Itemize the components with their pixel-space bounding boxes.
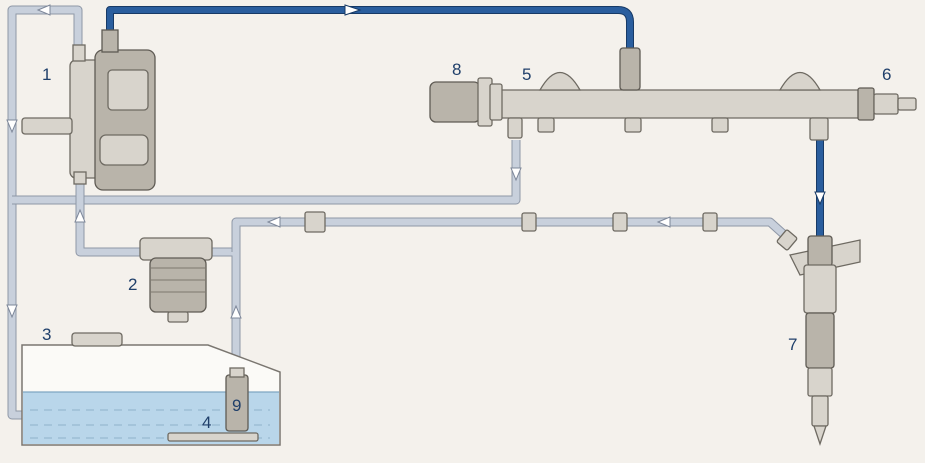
pre-supply-pump bbox=[225, 367, 249, 432]
label-fuel-filter: 2 bbox=[128, 275, 137, 294]
fuel-tank bbox=[21, 332, 281, 446]
label-rail: 5 bbox=[522, 65, 531, 84]
label-preheater: 4 bbox=[202, 413, 211, 432]
label-high-pressure-pump: 1 bbox=[42, 65, 51, 84]
high-pressure-lines bbox=[106, 6, 824, 238]
component-labels: 1 2 3 4 5 6 7 8 9 bbox=[42, 60, 891, 432]
label-fuel-tank: 3 bbox=[42, 325, 51, 344]
high-pressure-pump bbox=[21, 29, 156, 191]
pressure-relief-valve bbox=[857, 87, 917, 121]
flow-arrows bbox=[6, 4, 826, 319]
label-rail-pressure-sensor: 8 bbox=[452, 60, 461, 79]
fuel-filter bbox=[139, 237, 213, 323]
rail-pressure-sensor bbox=[429, 77, 503, 127]
label-injector: 7 bbox=[788, 335, 797, 354]
label-pressure-relief-valve: 6 bbox=[882, 65, 891, 84]
rail bbox=[499, 47, 861, 141]
line-connectors bbox=[304, 211, 798, 251]
label-pre-supply-pump: 9 bbox=[232, 396, 241, 415]
injector bbox=[789, 235, 861, 447]
preheater bbox=[167, 432, 259, 442]
low-pressure-lines bbox=[7, 5, 794, 420]
